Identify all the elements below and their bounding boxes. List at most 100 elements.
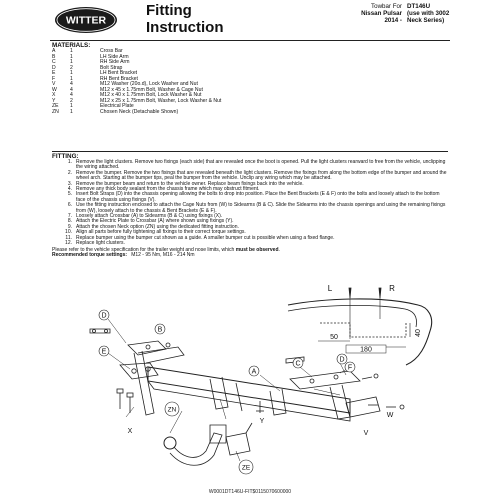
bracket-e xyxy=(119,362,159,380)
bumper-cut-detail xyxy=(287,287,433,366)
svg-text:B: B xyxy=(158,327,163,334)
assembly-diagram: D E B A C D F ZN ZE X Y V W L R 50 180 4… xyxy=(89,284,433,475)
step-number: 12. xyxy=(65,240,72,247)
step-text: Attach the Electric Plate to Crossbar (A… xyxy=(76,218,234,225)
step-text: Insert Bolt Straps (D) into the chassis … xyxy=(76,191,440,203)
variant-line-2: Neck Series) xyxy=(407,17,445,25)
material-qty: 1 xyxy=(70,75,73,82)
step-number: 10. xyxy=(65,229,72,236)
material-key: E xyxy=(52,70,56,76)
fitting-step: 10. Align all parts before fully tighteni… xyxy=(52,229,448,236)
svg-text:D: D xyxy=(339,357,344,364)
material-qty: 1 xyxy=(70,103,73,109)
title-line-1: Fitting xyxy=(146,2,192,19)
material-qty: 4 xyxy=(70,81,73,87)
side-arm-c xyxy=(289,370,381,420)
weight-note: Please refer to the vehicle specificatio… xyxy=(52,246,448,253)
material-desc: Electrical Plate xyxy=(100,103,134,109)
torque-values: M12 - 95 Nm, M16 - 214 Nm xyxy=(131,251,195,258)
towbar-for: Towbar For xyxy=(371,3,402,10)
label-zn: ZN xyxy=(164,401,180,417)
label-d-top: D xyxy=(98,309,110,321)
material-desc: M12 Washer (20o.d), Lock Washer and Nut xyxy=(100,81,198,87)
note-text: Please refer to the vehicle specificatio… xyxy=(52,246,236,253)
label-d-right: D xyxy=(336,353,348,365)
step-text: Remove any thick body sealant from the c… xyxy=(76,186,260,193)
fitting-step: 8. Attach the Electric Plate to Crossbar … xyxy=(52,218,448,225)
material-desc: Bolt Strap xyxy=(100,64,123,71)
material-row: F 1 RH Bent Bracket xyxy=(52,75,448,83)
torque-settings: Recommended torque settings: M12 - 95 Nm… xyxy=(52,251,448,258)
material-row: D 2 Bolt Strap xyxy=(52,64,448,72)
fitting-section: FITTING: 1.Remove the light clusters. Re… xyxy=(52,151,448,258)
material-desc: LH Bent Bracket xyxy=(100,70,138,76)
material-key: A xyxy=(52,48,56,54)
vehicle-info: Towbar For Nissan Pulsar 2014 - xyxy=(342,3,402,25)
instruction-sheet: WITTER Fitting Instruction Towbar For Ni… xyxy=(50,0,450,500)
label-b: B xyxy=(154,323,166,335)
label-w: W xyxy=(387,412,394,419)
material-qty: 2 xyxy=(70,97,73,104)
fixings xyxy=(116,373,405,413)
step-number: 7. xyxy=(67,213,72,220)
fitting-step: 4. Remove any thick body sealant from the… xyxy=(52,186,448,193)
svg-text:ZE: ZE xyxy=(242,465,251,472)
vehicle-name: Nissan Pulsar xyxy=(361,10,402,18)
fitting-step: 12.Replace light clusters. xyxy=(52,240,448,247)
dim-50: 50 xyxy=(330,334,338,341)
label-x: X xyxy=(128,428,133,435)
fitting-step: 7.Loosely attach Crossbar (A) to Sidearm… xyxy=(52,213,448,220)
step-number: 4. xyxy=(67,186,72,193)
material-qty: 1 xyxy=(70,53,73,60)
note-suffix: . xyxy=(278,246,280,253)
material-key: W xyxy=(52,86,57,93)
materials-heading: MATERIALS: xyxy=(52,42,91,49)
fitting-step: 9.Attach the chosen Neck option (ZN) usi… xyxy=(52,224,448,230)
material-desc: M12 x 40 x 1.75mm Bolt, Lock Washer & Nu… xyxy=(100,92,202,98)
step-text: Use the fitting instruction enclosed to … xyxy=(76,202,446,214)
svg-text:C: C xyxy=(295,361,300,368)
header: WITTER Fitting Instruction Towbar For Ni… xyxy=(50,0,450,41)
note-emphasis: must be observed xyxy=(235,246,279,253)
material-qty: 4 xyxy=(70,86,73,93)
vehicle-year: 2014 - xyxy=(384,17,402,25)
step-number: 1. xyxy=(67,159,72,165)
label-r: R xyxy=(389,284,395,293)
step-text: Align all parts before fully tightening … xyxy=(76,229,246,236)
step-text: Remove the bumper. Remove the two fixing… xyxy=(76,169,447,182)
step-number: 6. xyxy=(67,202,72,209)
material-key: F xyxy=(52,75,56,82)
step-number: 8. xyxy=(67,218,72,225)
material-key: ZN xyxy=(52,108,59,115)
logo-text: WITTER xyxy=(66,15,107,27)
label-a: A xyxy=(248,365,260,377)
variant-line-1: (use with 3002 xyxy=(407,10,450,18)
material-desc: RH Bent Bracket xyxy=(100,75,138,82)
material-desc: M12 x 45 x 1.75mm Bolt, Washer & Cage Nu… xyxy=(100,86,203,93)
dim-40: 40 xyxy=(415,329,422,337)
fitting-step: 5.Insert Bolt Straps (D) into the chassi… xyxy=(52,192,448,203)
material-qty: 2 xyxy=(70,64,73,71)
step-number: 2. xyxy=(67,169,72,176)
side-arm-b xyxy=(127,340,185,416)
fitting-step: 11.Replace bumper using the bumper cut s… xyxy=(52,235,448,241)
fitting-heading: FITTING: xyxy=(52,153,79,160)
material-key: D xyxy=(52,64,56,71)
footer-code: W0001DT146U-FIT$0115070600000 xyxy=(208,489,292,495)
label-y: Y xyxy=(260,418,265,425)
fitting-step: 6. Use the fitting instruction enclosed t… xyxy=(52,203,448,214)
material-desc: RH Side Arm xyxy=(100,59,130,65)
material-qty: 1 xyxy=(70,108,73,115)
dim-180: 180 xyxy=(360,347,372,354)
fitting-steps: 1.Remove the light clusters. Remove two … xyxy=(52,159,448,247)
material-key: C xyxy=(52,59,56,65)
torque-label: Recommended torque settings: xyxy=(52,251,128,258)
svg-text:E: E xyxy=(102,349,107,356)
